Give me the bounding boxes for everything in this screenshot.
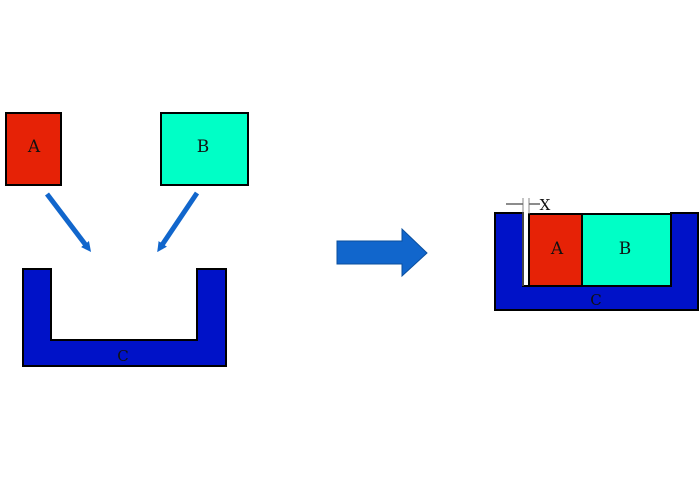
block-a: A xyxy=(5,112,62,186)
right-arrow-icon xyxy=(336,227,428,278)
assembled-block-b-label: B xyxy=(619,239,632,259)
block-a-label: A xyxy=(27,137,41,157)
assembled-block-a-shape xyxy=(528,213,583,287)
before-state: A B C xyxy=(5,112,249,367)
assembled-block-a: A xyxy=(528,213,583,287)
container-c-shape xyxy=(22,268,227,367)
arrow-b-to-c-icon xyxy=(157,191,200,253)
block-b-shape xyxy=(160,112,249,186)
after-state: C A B X xyxy=(494,196,699,311)
assembled-container-label: C xyxy=(590,291,601,309)
block-b-label: B xyxy=(197,137,210,157)
arrow-a-to-c-icon xyxy=(45,192,92,252)
block-b: B xyxy=(160,112,249,186)
container-c-label: C xyxy=(117,347,128,365)
assembled-block-a-label: A xyxy=(550,239,564,259)
gap-dimension-marker: X xyxy=(506,196,551,286)
assembled-block-b: B xyxy=(581,213,672,287)
block-a-shape xyxy=(5,112,62,186)
container-c: C xyxy=(22,268,227,367)
gap-label: X xyxy=(540,196,551,214)
assembled-block-b-shape xyxy=(581,213,672,287)
